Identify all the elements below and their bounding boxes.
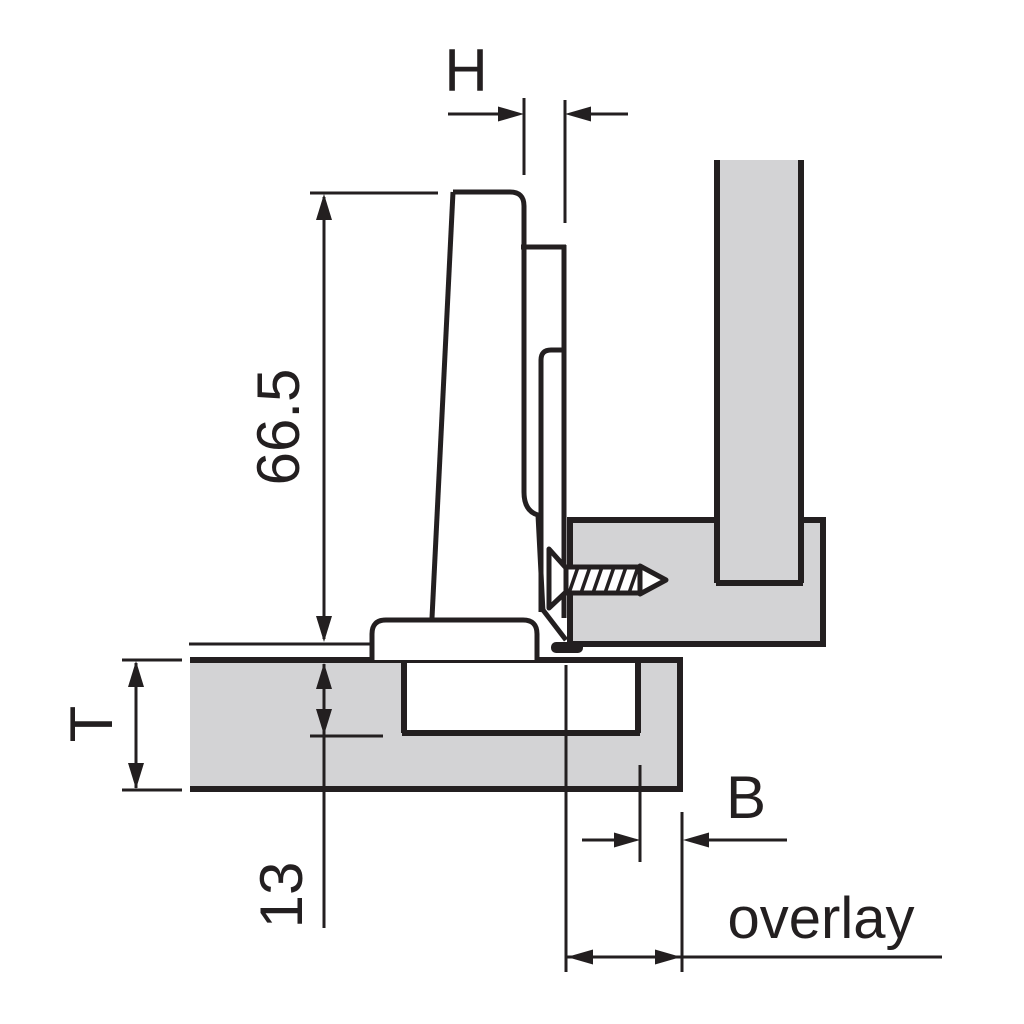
cabinet-side-panel — [715, 160, 804, 583]
hinge-cup-flange — [369, 617, 540, 660]
dimension-height-66-5: 66.5 — [245, 191, 438, 642]
dimension-overlay: overlay — [564, 665, 942, 972]
dimension-overlay-label: overlay — [728, 886, 915, 951]
cup-hole — [402, 660, 640, 734]
mounting-screw — [546, 546, 669, 611]
dimension-b-label: B — [726, 764, 766, 831]
dimension-cup-depth: 13 — [248, 663, 383, 928]
hinge-arm — [429, 189, 583, 653]
dimension-h-label: H — [444, 37, 487, 104]
dimension-height-label: 66.5 — [245, 369, 312, 486]
mounting-plate — [521, 244, 567, 618]
dimension-door-thickness: T — [58, 658, 182, 792]
screw-tip — [637, 563, 669, 597]
dimension-door-thickness-label: T — [58, 706, 125, 743]
hinge-arm-foot — [551, 642, 583, 653]
cabinet-side-panel-edges — [714, 160, 804, 583]
dimension-cup-depth-label: 13 — [248, 862, 315, 929]
cabinet-bottom-panel-edges — [567, 517, 826, 647]
dimension-b: B — [582, 764, 787, 972]
dimension-h: H — [444, 37, 628, 223]
